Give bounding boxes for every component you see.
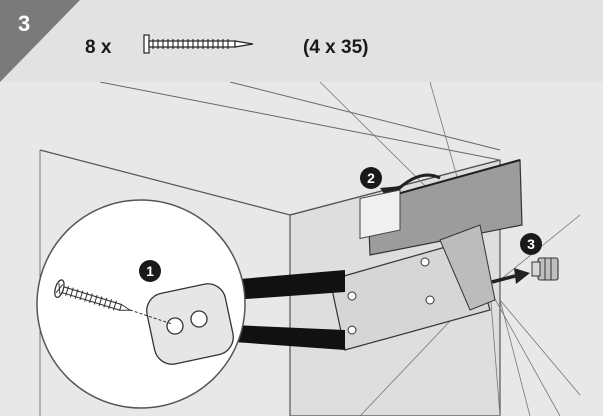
guide-line <box>499 299 531 416</box>
remove-clip-arrow <box>491 274 516 284</box>
guide-line <box>489 289 501 416</box>
zoom-beam <box>228 270 345 300</box>
mounting-hole <box>347 291 357 301</box>
part-size: (4 x 35) <box>303 37 369 58</box>
step-number: 3 <box>18 11 31 36</box>
step-header <box>0 0 603 82</box>
mechanism-window <box>359 189 401 240</box>
step-badge <box>0 0 80 82</box>
ceiling-line <box>99 81 501 161</box>
guide-line <box>499 299 581 396</box>
screw-direction-line <box>129 309 173 325</box>
cabinet-top-edge <box>39 149 501 216</box>
mechanism-arm <box>439 224 496 311</box>
guide-line <box>489 289 561 416</box>
callout-2: 2 <box>360 167 382 189</box>
ceiling-line <box>229 81 501 151</box>
callout-3: 3 <box>520 233 542 255</box>
screw-icon <box>143 34 254 54</box>
detail-bracket-plate <box>146 283 234 365</box>
remove-clip-arrowhead <box>514 268 530 284</box>
mounting-hole <box>425 295 435 305</box>
callout-1: 1 <box>139 260 161 282</box>
mounting-hole <box>420 257 430 267</box>
lift-mechanism-housing <box>329 239 491 351</box>
part-quantity: 8 x <box>85 37 112 58</box>
detail-screw-hole <box>190 310 208 328</box>
zoom-beam <box>232 325 345 350</box>
detail-screw-hole <box>166 317 184 335</box>
mounting-hole <box>347 325 357 335</box>
cover-clip-part <box>531 257 559 281</box>
detail-screw <box>54 279 132 311</box>
